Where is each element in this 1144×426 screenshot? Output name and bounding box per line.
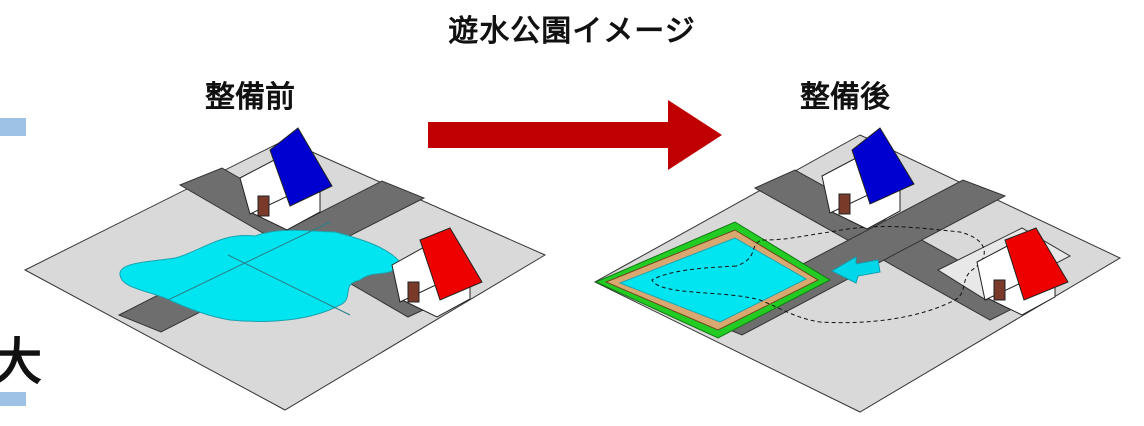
inflow-arrow-icon	[830, 256, 881, 284]
door-icon	[993, 279, 1006, 301]
after-scene	[593, 127, 1122, 413]
before-road-edge-1	[227, 254, 351, 316]
accent-bar-top	[0, 118, 26, 136]
accent-bar-bottom	[0, 392, 26, 406]
house-red-before	[391, 227, 483, 318]
house-blue-after	[821, 127, 915, 230]
flood-water	[119, 229, 401, 322]
door-icon	[257, 195, 270, 217]
house-blue-before	[239, 127, 333, 231]
inundation-outline	[651, 226, 985, 324]
edge-text: 大	[0, 333, 42, 391]
door-icon	[407, 281, 420, 303]
retention-park	[594, 221, 832, 339]
roof-red-icon	[1004, 227, 1069, 301]
roof-blue-icon	[851, 127, 915, 205]
roof-blue-icon	[269, 127, 333, 207]
after-label: 整備後	[800, 80, 890, 115]
before-scene	[23, 127, 547, 411]
door-icon	[838, 193, 851, 215]
diagram-title: 遊水公園イメージ	[448, 14, 696, 49]
house-red-after	[976, 227, 1069, 316]
before-label: 整備前	[205, 80, 295, 115]
before-road-edge-2	[167, 221, 331, 301]
before-after-arrow	[428, 100, 722, 170]
roof-red-icon	[419, 227, 483, 301]
park-water	[618, 237, 808, 323]
